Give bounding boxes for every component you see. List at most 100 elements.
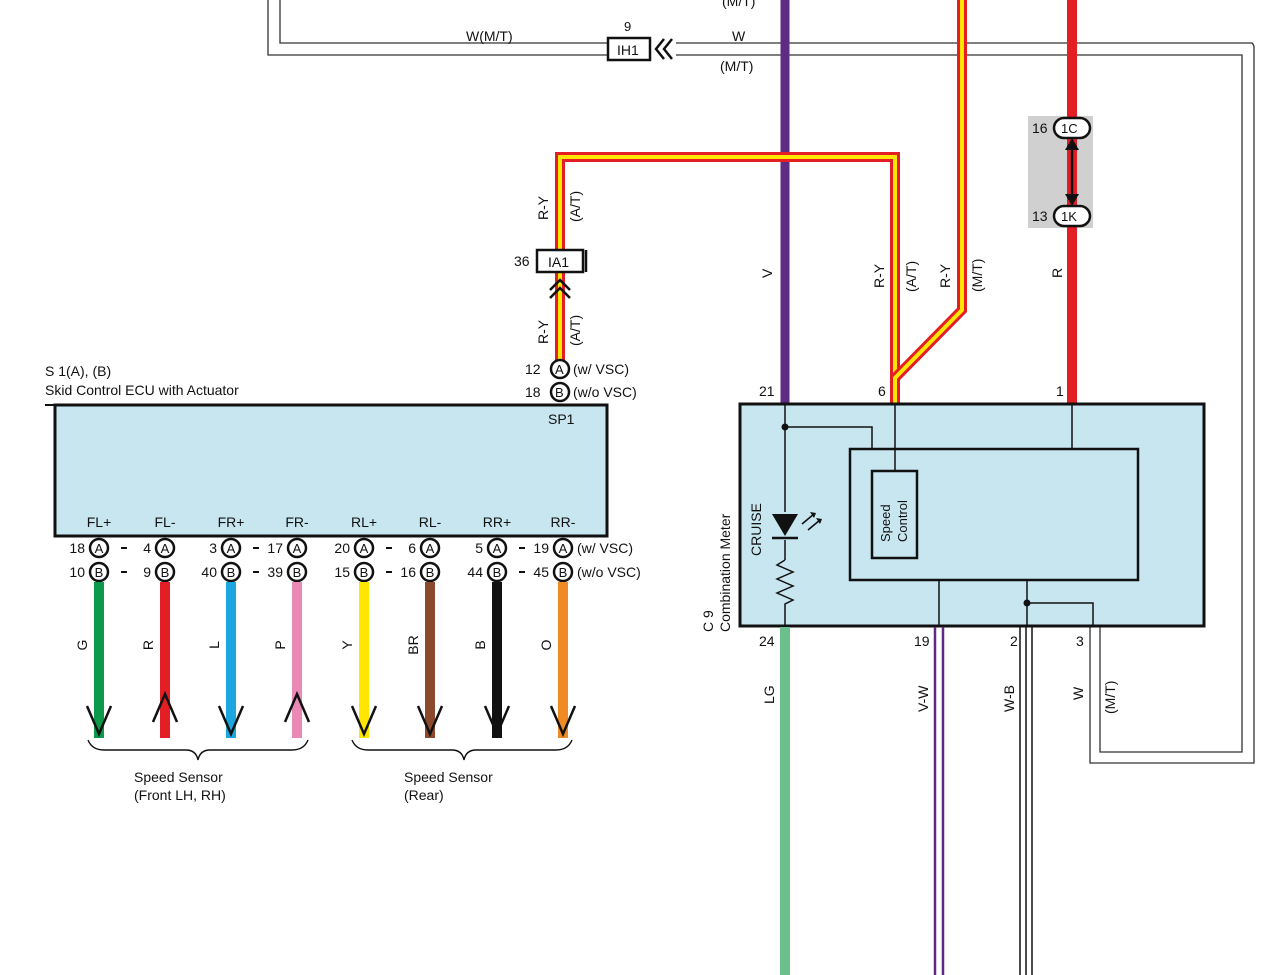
ecu-pin-label: FL- (155, 514, 176, 530)
meter-pin-1: 1 (1056, 383, 1064, 399)
meter-id: C 9 (700, 610, 716, 632)
junction-1c: 1C (1061, 121, 1078, 136)
front-sensor-brace (87, 739, 309, 761)
ecu-connector-circle (486, 537, 508, 559)
ih1-right-wire-label: W (732, 28, 746, 44)
top-mt-note: (M/T) (722, 0, 755, 9)
meter-name: Combination Meter (717, 513, 733, 632)
ecu-pin-number: 4 (143, 540, 151, 556)
meter-pin-21: 21 (759, 383, 775, 399)
ecu-pin-number: 18 (69, 540, 85, 556)
junction-pin-16: 16 (1032, 120, 1048, 136)
sensor-arrow-icon (350, 705, 378, 738)
ecu-pin-label: RL+ (351, 514, 377, 530)
ecu-pin-number: 16 (400, 564, 416, 580)
meter-junction-dot-2 (1023, 599, 1031, 607)
ecu-pin-number: 45 (533, 564, 549, 580)
sp1-wire-label-top: R-Y (535, 195, 551, 220)
ecu-connector-circle (353, 537, 375, 559)
meter-box (738, 402, 1206, 628)
sp1-pin-b: 18 (525, 384, 541, 400)
ecu-connector-circle (220, 537, 242, 559)
rear-sensor-brace (351, 739, 573, 761)
cruise-label: CRUISE (748, 503, 764, 556)
ecu-pin-label: RR+ (483, 514, 511, 530)
ecu-pin-number: 9 (143, 564, 151, 580)
ia1-label: IA1 (548, 254, 569, 270)
ih1-right-note: (M/T) (720, 58, 753, 74)
front-sensor-label-2: (Front LH, RH) (134, 787, 226, 803)
wire-v-label: V (759, 268, 775, 278)
ecu-pin-label: RR- (551, 514, 576, 530)
sensor-arrow-icon (549, 705, 577, 738)
meter-pin-2: 2 (1010, 633, 1018, 649)
ecu-pin-number: 39 (267, 564, 283, 580)
wire-w-label: W (1070, 686, 1086, 700)
w-mt-loop-wire (267, 0, 1255, 764)
wire-ry-mt-note: (M/T) (969, 259, 985, 292)
front-sensor-label-1: Speed Sensor (134, 769, 223, 785)
ecu-connector-circle (154, 537, 176, 559)
ecu-pin-number: 3 (209, 540, 217, 556)
ecu-connector-letter: A (161, 541, 170, 556)
speed-control-label-1: Speed (878, 504, 893, 542)
sensor-wire-label: L (206, 641, 222, 649)
wire-ry-at-note: (A/T) (903, 261, 919, 292)
junction-1k: 1K (1061, 209, 1077, 224)
ecu-connector-letter: B (426, 565, 435, 580)
wire-ry-mt-label: R-Y (937, 263, 953, 288)
ecu-pins: FL+A18B10GFL-A4B9RFR+A3B40LFR-A17B39PRL+… (69, 514, 641, 738)
ecu-connector-circle (286, 561, 308, 583)
ecu-pin-number: 19 (533, 540, 549, 556)
ecu-pin-number: 15 (334, 564, 350, 580)
ecu-connector-circle (419, 537, 441, 559)
sp1-pin-a: 12 (525, 361, 541, 377)
sensor-arrow-icon (151, 690, 179, 723)
ecu-connector-circle (552, 537, 574, 559)
sensor-wire-label: BR (405, 635, 421, 654)
ecu-connector-letter: A (426, 541, 435, 556)
wire-ry-at-label: R-Y (871, 263, 887, 288)
ecu-connector-letter: B (227, 565, 236, 580)
wire-wb (1019, 627, 1033, 975)
ecu-box (53, 403, 609, 538)
ecu-pin-number: 20 (334, 540, 350, 556)
ecu-row-a-note: (w/ VSC) (577, 540, 633, 556)
ecu-connector-circle (353, 561, 375, 583)
sensor-wire-label: G (74, 640, 90, 651)
ecu-name: Skid Control ECU with Actuator (45, 382, 239, 398)
sensor-arrow-icon (217, 705, 245, 738)
sp1-note-a: (w/ VSC) (573, 361, 629, 377)
ecu-pin-number: 40 (201, 564, 217, 580)
wire-ry-mt (890, 0, 967, 404)
ecu-connector-circle (88, 537, 110, 559)
ecu-connector-circle (486, 561, 508, 583)
sp1-connector: A B 12 18 (w/ VSC) (w/o VSC) (525, 358, 637, 403)
meter-inner-box (848, 447, 1140, 582)
ih1-label: IH1 (617, 42, 639, 58)
ecu-connector-circle (154, 561, 176, 583)
sensor-arrow-icon (85, 705, 113, 738)
sp1-note-b: (w/o VSC) (573, 384, 637, 400)
ecu-connector-letter: B (360, 565, 369, 580)
ecu-connector-letter: A (360, 541, 369, 556)
ecu-id: S 1(A), (B) (45, 363, 111, 379)
svg-text:B: B (555, 385, 564, 400)
sp1-wire-note-bottom: (A/T) (567, 315, 583, 346)
svg-text:A: A (555, 362, 564, 377)
ecu-row-b-note: (w/o VSC) (577, 564, 641, 580)
cruise-led-icon (772, 512, 822, 540)
wire-vw-label: V-W (915, 685, 931, 712)
ecu-pin-number: 44 (467, 564, 483, 580)
wire-r-label: R (1049, 268, 1065, 278)
meter-pin-3: 3 (1076, 633, 1084, 649)
sensor-arrow-icon (483, 705, 511, 738)
wire-wb-label: W-B (1001, 685, 1017, 712)
ecu-sp1-label: SP1 (548, 411, 575, 427)
junction-connector: 1C 1K 16 13 (1028, 116, 1093, 228)
ecu-pin-number: 10 (69, 564, 85, 580)
ecu-connector-circle (286, 537, 308, 559)
sensor-wire-label: R (140, 640, 156, 650)
ecu-connector-circle (88, 561, 110, 583)
ih1-connector: IH1 9 (606, 19, 673, 62)
